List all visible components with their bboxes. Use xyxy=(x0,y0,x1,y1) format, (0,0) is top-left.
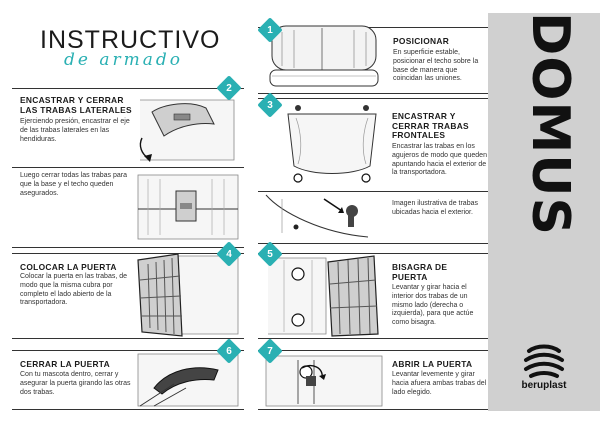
step-5-title: BISAGRA DE PUERTA xyxy=(392,262,448,282)
step-6-text: Con tu mascota dentro, cerrar y asegurar… xyxy=(20,371,131,396)
step-3-title: ENCASTRAR Y CERRAR TRABAS FRONTALES xyxy=(392,111,469,141)
step-2-illustration-top xyxy=(139,99,235,162)
step-7-title: ABRIR LA PUERTA xyxy=(392,359,473,369)
step-2-illustration-bottom xyxy=(137,174,239,240)
step-3-illustration-top xyxy=(287,105,377,183)
step-6-panel xyxy=(12,350,244,410)
step-2-text-2: Luego cerrar todas las trabas para que l… xyxy=(20,172,128,197)
step-6-title: CERRAR LA PUERTA xyxy=(20,359,110,369)
step-5-text: Levantar y girar hacia el interior dos t… xyxy=(392,284,474,326)
step-7-panel xyxy=(258,350,488,410)
step-6-badge: 6 xyxy=(216,338,242,364)
step-3-divider xyxy=(258,191,488,192)
step-1-text: En superficie estable, posicionar el tec… xyxy=(393,49,479,83)
step-2-panel xyxy=(12,88,244,248)
step-7-illustration xyxy=(265,355,383,407)
step-1-illustration xyxy=(269,25,379,87)
step-2-divider xyxy=(12,167,244,168)
step-6-illustration xyxy=(137,353,239,407)
step-1-badge: 1 xyxy=(257,17,283,43)
step-4-badge: 4 xyxy=(216,241,242,267)
step-3-illustration-bottom xyxy=(265,194,369,238)
step-4-text: Colocar la puerta en las trabas, de modo… xyxy=(20,273,128,307)
step-7-badge: 7 xyxy=(257,338,283,364)
step-3-text: Encastrar las trabas en los agujeros de … xyxy=(392,143,487,177)
step-2-title: ENCASTRAR Y CERRAR LAS TRABAS LATERALES xyxy=(20,95,132,115)
step-4-title: COLOCAR LA PUERTA xyxy=(20,262,117,272)
step-1-title: POSICIONAR xyxy=(393,36,450,46)
step-3-text-2: Imagen ilustrativa de trabas ubicadas ha… xyxy=(392,200,478,216)
step-3-badge: 3 xyxy=(257,92,283,118)
step-4-panel xyxy=(12,253,244,339)
step-4-illustration xyxy=(137,253,239,337)
step-5-badge: 5 xyxy=(257,241,283,267)
sheet-subtitle: de armado xyxy=(64,50,183,70)
step-5-illustration xyxy=(268,255,379,337)
sheet-title: INSTRUCTIVO xyxy=(40,26,221,54)
step-2-text: Ejerciendo presión, encastrar el eje de … xyxy=(20,118,130,143)
step-3-panel xyxy=(258,98,488,244)
company-name: beruplast xyxy=(521,380,567,391)
beruplast-logo-icon xyxy=(524,344,564,378)
product-name: DOMUS xyxy=(520,12,580,236)
step-1-panel xyxy=(258,27,488,94)
step-7-text: Levantar levemente y girar hacia afuera … xyxy=(392,371,487,396)
step-5-panel xyxy=(258,253,488,339)
step-2-badge: 2 xyxy=(216,75,242,101)
